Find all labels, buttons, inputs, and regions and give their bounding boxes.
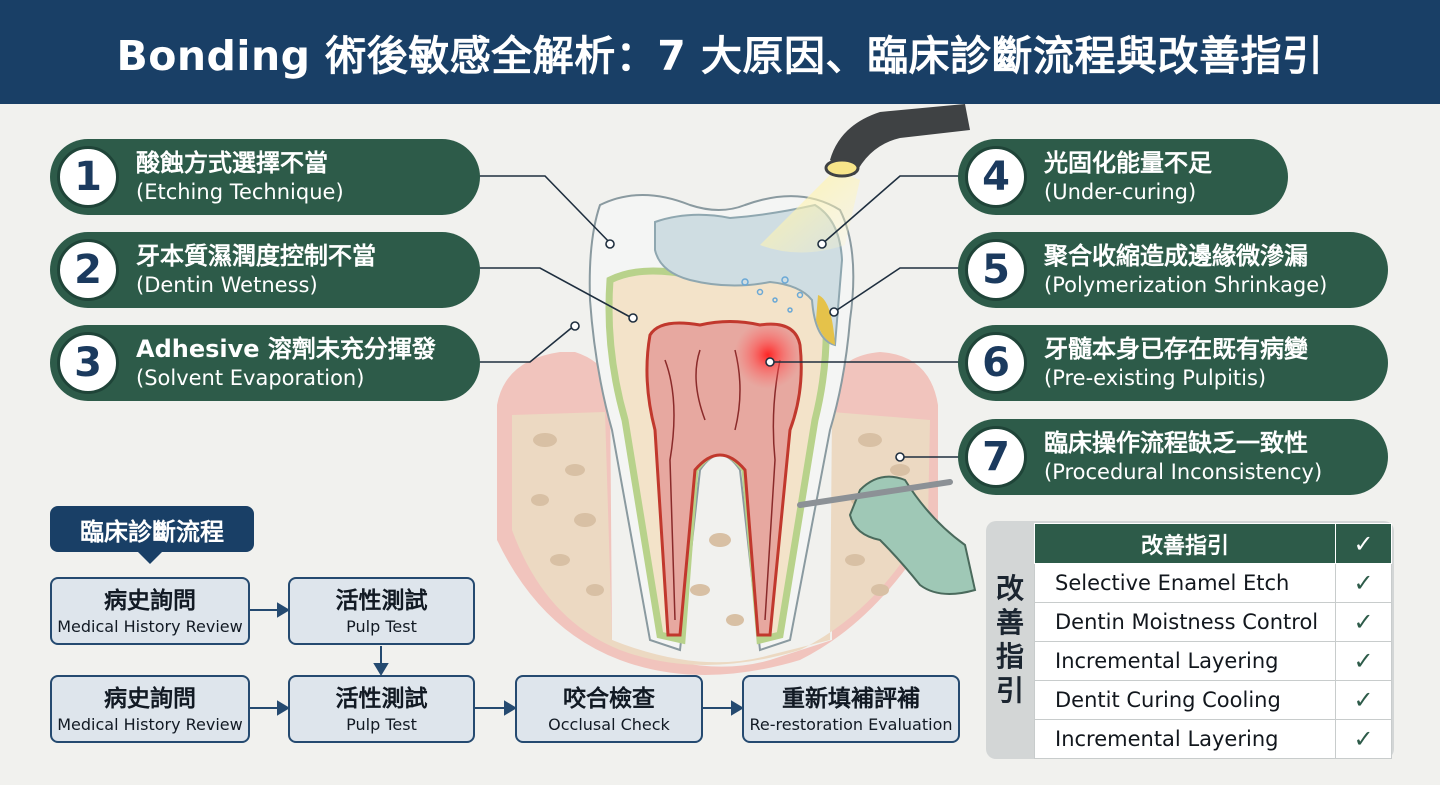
guide-header-label: 改善指引 bbox=[1034, 523, 1336, 564]
cause-title: Adhesive 溶劑未充分揮發 bbox=[136, 335, 436, 363]
flow-step-re-restoration: 重新填補評補 Re-restoration Evaluation bbox=[742, 675, 960, 743]
cause-item-1: 1 酸蝕方式選擇不當 (Etching Technique) bbox=[50, 139, 480, 215]
cause-item-6: 6 牙髓本身已存在既有病變 (Pre-existing Pulpitis) bbox=[958, 325, 1388, 401]
flow-step-title: 病史詢問 bbox=[104, 588, 196, 614]
cause-item-2: 2 牙本質濕潤度控制不當 (Dentin Wetness) bbox=[50, 232, 480, 308]
guide-header-check: ✓ bbox=[1335, 523, 1392, 564]
flow-step-title: 重新填補評補 bbox=[782, 686, 920, 712]
header-banner: Bonding 術後敏感全解析：7 大原因、臨床診斷流程與改善指引 bbox=[0, 0, 1440, 104]
guide-item: Incremental Layering bbox=[1034, 719, 1336, 759]
cause-subtitle: (Etching Technique) bbox=[136, 180, 344, 204]
check-icon: ✓ bbox=[1353, 529, 1374, 558]
guide-side-label: 改 善 指 引 bbox=[986, 521, 1034, 759]
cause-number: 4 bbox=[965, 146, 1027, 208]
cause-title: 牙本質濕潤度控制不當 bbox=[136, 242, 376, 270]
cause-item-5: 5 聚合收縮造成邊緣微滲漏 (Polymerization Shrinkage) bbox=[958, 232, 1388, 308]
cause-item-3: 3 Adhesive 溶劑未充分揮發 (Solvent Evaporation) bbox=[50, 325, 480, 401]
cause-subtitle: (Solvent Evaporation) bbox=[136, 366, 365, 390]
cause-subtitle: (Polymerization Shrinkage) bbox=[1044, 273, 1328, 297]
guide-item: Selective Enamel Etch bbox=[1034, 563, 1336, 603]
table-row: Incremental Layering ✓ bbox=[1034, 719, 1392, 759]
curing-light-icon bbox=[830, 104, 970, 175]
check-icon: ✓ bbox=[1353, 686, 1374, 714]
dental-probe-icon bbox=[797, 479, 953, 508]
flow-step-occlusal-check: 咬合檢查 Occlusal Check bbox=[515, 675, 703, 743]
diagnosis-flow-title: 臨床診斷流程 bbox=[50, 506, 254, 564]
table-row: Dentit Curing Cooling ✓ bbox=[1034, 680, 1392, 720]
cause-title: 聚合收縮造成邊緣微滲漏 bbox=[1044, 242, 1308, 270]
guide-table: 改善指引 ✓ Selective Enamel Etch ✓ Dentin Mo… bbox=[1034, 523, 1392, 759]
guide-side-char: 引 bbox=[995, 674, 1024, 707]
cause-title: 光固化能量不足 bbox=[1044, 149, 1212, 177]
guide-item: Incremental Layering bbox=[1034, 641, 1336, 681]
guide-side-char: 善 bbox=[995, 606, 1024, 639]
cause-number: 7 bbox=[965, 426, 1027, 488]
flow-step-pulp-test-2: 活性測試 Pulp Test bbox=[288, 675, 475, 743]
guide-item: Dentit Curing Cooling bbox=[1034, 680, 1336, 720]
cause-number: 1 bbox=[57, 146, 119, 208]
table-row: Incremental Layering ✓ bbox=[1034, 641, 1392, 681]
table-row: Dentin Moistness Control ✓ bbox=[1034, 602, 1392, 642]
flow-step-title: 病史詢問 bbox=[104, 686, 196, 712]
cause-number: 5 bbox=[965, 239, 1027, 301]
gloved-hand-icon bbox=[848, 475, 977, 595]
page-title: Bonding 術後敏感全解析：7 大原因、臨床診斷流程與改善指引 bbox=[116, 32, 1324, 80]
flow-step-subtitle: Occlusal Check bbox=[548, 715, 670, 734]
improvement-guide-panel: 改 善 指 引 改善指引 ✓ Selective Enamel Etch ✓ D… bbox=[986, 521, 1394, 759]
guide-side-char: 指 bbox=[995, 640, 1024, 673]
pulp-hotspot bbox=[734, 321, 802, 389]
cause-subtitle: (Pre-existing Pulpitis) bbox=[1044, 366, 1267, 390]
check-icon: ✓ bbox=[1353, 725, 1374, 753]
flow-step-history-1: 病史詢問 Medical History Review bbox=[50, 577, 250, 645]
marginal-gap bbox=[816, 295, 835, 345]
flow-step-subtitle: Re-restoration Evaluation bbox=[749, 715, 953, 734]
cause-subtitle: (Procedural Inconsistency) bbox=[1044, 460, 1323, 484]
cause-item-4: 4 光固化能量不足 (Under-curing) bbox=[958, 139, 1288, 215]
tooth-illustration bbox=[250, 104, 977, 716]
flow-step-title: 活性測試 bbox=[335, 588, 428, 614]
cause-title: 酸蝕方式選擇不當 bbox=[136, 149, 328, 177]
flow-step-subtitle: Medical History Review bbox=[57, 617, 243, 636]
guide-side-char: 改 bbox=[995, 572, 1024, 605]
flow-step-subtitle: Pulp Test bbox=[346, 715, 417, 734]
guide-item: Dentin Moistness Control bbox=[1034, 602, 1336, 642]
cause-number: 2 bbox=[57, 239, 119, 301]
check-icon: ✓ bbox=[1353, 647, 1374, 675]
cause-title: 臨床操作流程缺乏一致性 bbox=[1044, 429, 1308, 457]
flow-step-title: 活性測試 bbox=[335, 686, 428, 712]
guide-table-header: 改善指引 ✓ bbox=[1034, 523, 1392, 564]
flow-step-subtitle: Pulp Test bbox=[346, 617, 417, 636]
cause-number: 6 bbox=[965, 332, 1027, 394]
flow-step-title: 咬合檢查 bbox=[563, 686, 655, 712]
cause-title: 牙髓本身已存在既有病變 bbox=[1044, 335, 1308, 363]
table-row: Selective Enamel Etch ✓ bbox=[1034, 563, 1392, 603]
flow-step-pulp-test-1: 活性測試 Pulp Test bbox=[288, 577, 475, 645]
check-icon: ✓ bbox=[1353, 569, 1374, 597]
cause-subtitle: (Under-curing) bbox=[1044, 180, 1197, 204]
cause-subtitle: (Dentin Wetness) bbox=[136, 273, 318, 297]
check-icon: ✓ bbox=[1353, 608, 1374, 636]
flow-step-history-2: 病史詢問 Medical History Review bbox=[50, 675, 250, 743]
cause-number: 3 bbox=[57, 332, 119, 394]
flow-step-subtitle: Medical History Review bbox=[57, 715, 243, 734]
cause-item-7: 7 臨床操作流程缺乏一致性 (Procedural Inconsistency) bbox=[958, 419, 1388, 495]
pulp-chamber bbox=[645, 320, 803, 637]
